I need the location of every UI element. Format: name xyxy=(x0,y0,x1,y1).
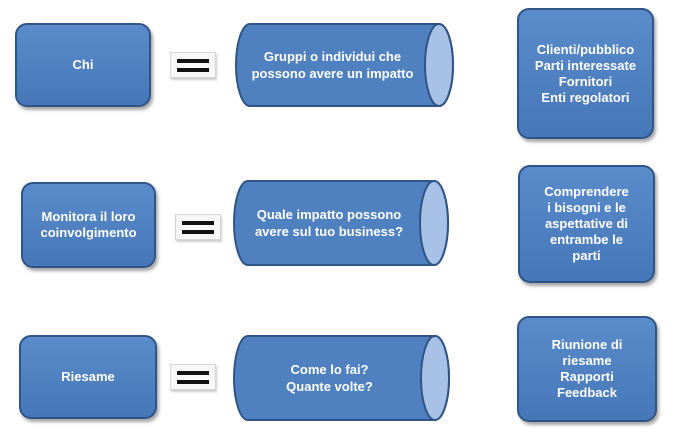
left-box-review: Riesame xyxy=(19,335,157,419)
left-box-label: Chi xyxy=(72,57,94,72)
left-box-label: Monitora il loro coinvolgimento xyxy=(40,209,137,240)
cylinder-label: Come lo fai? Quante volte? xyxy=(286,362,373,394)
cylinder-shape xyxy=(233,180,449,266)
cylinder-row-1: Gruppi o individui che possono avere un … xyxy=(235,23,455,107)
right-box-row-1: Clienti/pubblico Parti interessate Forni… xyxy=(517,8,654,139)
right-box-label: Comprendere i bisogni e le aspettative d… xyxy=(544,184,629,263)
left-box-label: Riesame xyxy=(61,369,115,384)
equals-sign xyxy=(170,52,216,78)
right-box-label: Clienti/pubblico Parti interessate Forni… xyxy=(534,41,637,105)
equals-sign xyxy=(170,364,216,390)
cylinder-shape xyxy=(235,23,454,107)
right-box-label: Riunione di riesame Rapporti Feedback xyxy=(551,337,623,400)
cylinder-label: Quale impatto possono avere sul tuo busi… xyxy=(254,207,404,239)
cylinder-shape xyxy=(233,335,450,421)
left-box-monitor: Monitora il loro coinvolgimento xyxy=(21,182,156,268)
equals-sign xyxy=(175,214,221,240)
right-box-row-2: Comprendere i bisogni e le aspettative d… xyxy=(518,165,655,283)
cylinder-label: Gruppi o individui che possono avere un … xyxy=(251,49,414,81)
right-box-row-3: Riunione di riesame Rapporti Feedback xyxy=(517,316,657,422)
cylinder-row-2: Quale impatto possono avere sul tuo busi… xyxy=(233,180,450,266)
left-box-who: Chi xyxy=(15,23,151,107)
cylinder-row-3: Come lo fai? Quante volte? xyxy=(233,335,451,421)
